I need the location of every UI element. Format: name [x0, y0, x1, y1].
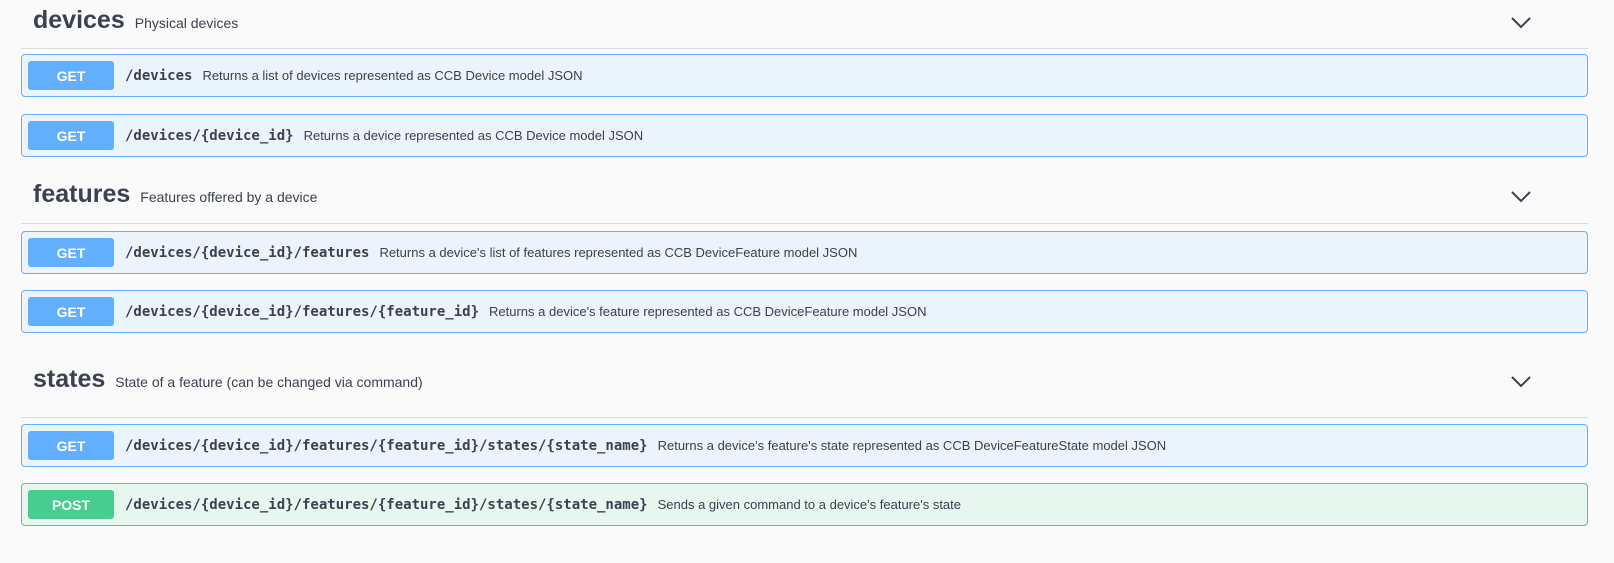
tag-header-states[interactable]: states State of a feature (can be change… — [21, 365, 1588, 418]
operation-path: /devices — [125, 67, 193, 84]
chevron-down-icon[interactable] — [1509, 10, 1533, 34]
chevron-down-icon[interactable] — [1509, 369, 1533, 393]
tag-header-devices[interactable]: devices Physical devices — [21, 6, 1588, 49]
method-badge: GET — [28, 61, 114, 90]
operation-path: /devices/{device_id}/features — [125, 244, 370, 261]
method-badge: GET — [28, 121, 114, 150]
operation-summary: Returns a device represented as CCB Devi… — [303, 128, 644, 143]
chevron-down-icon[interactable] — [1509, 184, 1533, 208]
method-badge: GET — [28, 238, 114, 267]
operation-path: /devices/{device_id}/features/{feature_i… — [125, 496, 648, 513]
operation-summary: Sends a given command to a device's feat… — [657, 497, 962, 512]
tag-name: states — [33, 365, 106, 393]
method-badge: POST — [28, 490, 114, 519]
operation-get-state[interactable]: GET /devices/{device_id}/features/{featu… — [21, 424, 1588, 467]
operation-summary: Returns a device's list of features repr… — [379, 245, 858, 260]
operation-post-state[interactable]: POST /devices/{device_id}/features/{feat… — [21, 483, 1588, 526]
operation-summary: Returns a device's feature represented a… — [489, 304, 927, 319]
operation-get-device[interactable]: GET /devices/{device_id} Returns a devic… — [21, 114, 1588, 157]
operation-path: /devices/{device_id} — [125, 127, 294, 144]
tag-header-features[interactable]: features Features offered by a device — [21, 180, 1588, 224]
operation-get-feature[interactable]: GET /devices/{device_id}/features/{featu… — [21, 290, 1588, 333]
tag-description: Features offered by a device — [140, 189, 318, 205]
operation-get-features[interactable]: GET /devices/{device_id}/features Return… — [21, 231, 1588, 274]
tag-description: Physical devices — [134, 15, 239, 31]
operation-summary: Returns a device's feature's state repre… — [657, 438, 1167, 453]
tag-name: devices — [33, 6, 125, 34]
operation-summary: Returns a list of devices represented as… — [202, 68, 583, 83]
method-badge: GET — [28, 431, 114, 460]
method-badge: GET — [28, 297, 114, 326]
tag-name: features — [33, 180, 131, 208]
operation-path: /devices/{device_id}/features/{feature_i… — [125, 303, 480, 320]
operation-path: /devices/{device_id}/features/{feature_i… — [125, 437, 648, 454]
tag-description: State of a feature (can be changed via c… — [115, 374, 423, 390]
operation-get-devices[interactable]: GET /devices Returns a list of devices r… — [21, 54, 1588, 97]
